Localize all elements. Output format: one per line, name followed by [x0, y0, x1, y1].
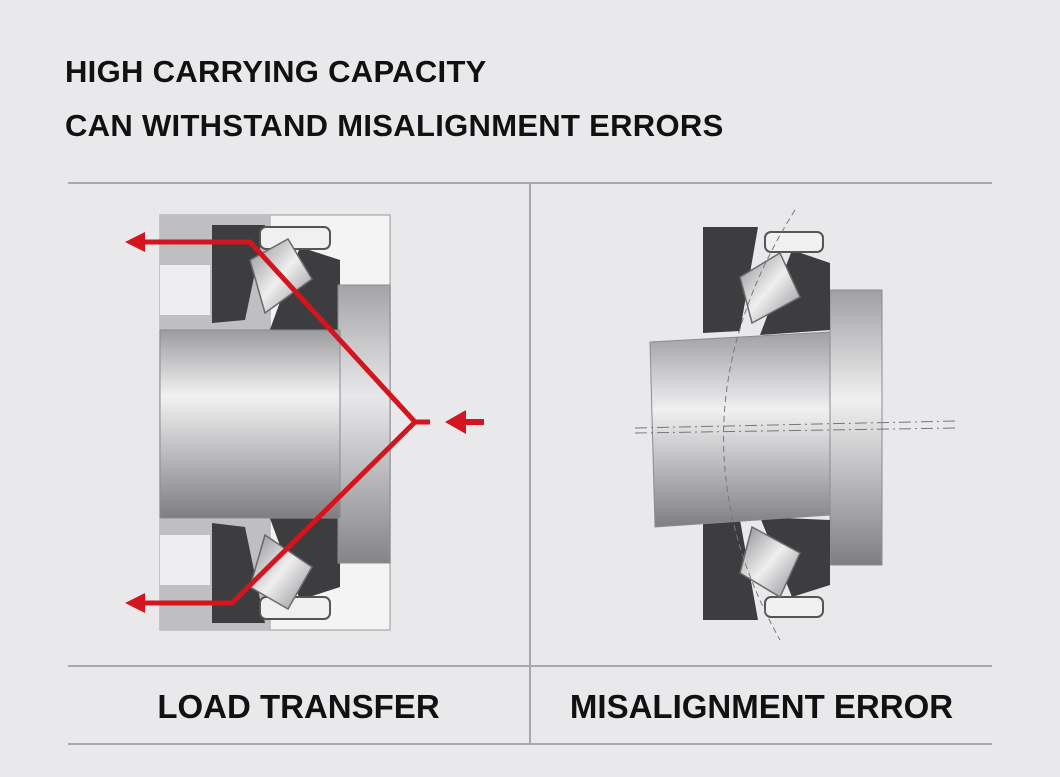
load-line-bottom	[140, 420, 417, 606]
inner-ring-bottom	[268, 507, 340, 600]
center-divider	[529, 184, 531, 744]
outer-ring-top	[212, 225, 265, 323]
headline-line-1: HIGH CARRYING CAPACITY	[65, 54, 487, 89]
headline-line-2: CAN WITHSTAND MISALIGNMENT ERRORS	[65, 108, 724, 143]
top-divider	[68, 182, 992, 184]
outer-ring-bottom-right	[703, 517, 758, 620]
axis-line-1	[634, 420, 956, 429]
arrow-left-top	[125, 232, 145, 252]
caption-misalignment-error: MISALIGNMENT ERROR	[569, 688, 954, 725]
outer-ring-top-right	[703, 227, 758, 333]
shaft-step-right	[829, 289, 883, 566]
roller-top-right	[739, 251, 801, 325]
axis-line-2	[634, 427, 956, 434]
shaft	[159, 329, 341, 519]
outer-ring-bottom	[212, 523, 265, 623]
shaft-step	[337, 284, 391, 564]
arrow-left-bottom	[125, 593, 145, 613]
inner-ring-top	[268, 247, 340, 340]
roller-bottom	[249, 533, 313, 611]
misalignment-diagram	[634, 209, 956, 641]
load-transfer-diagram	[125, 214, 484, 631]
caption-load-transfer: LOAD TRANSFER	[157, 688, 440, 725]
shaft-right	[649, 331, 831, 528]
roller-bottom-right	[739, 525, 801, 599]
bottom-divider	[68, 743, 992, 745]
load-line-top	[140, 239, 430, 425]
arrow-input	[445, 410, 466, 434]
